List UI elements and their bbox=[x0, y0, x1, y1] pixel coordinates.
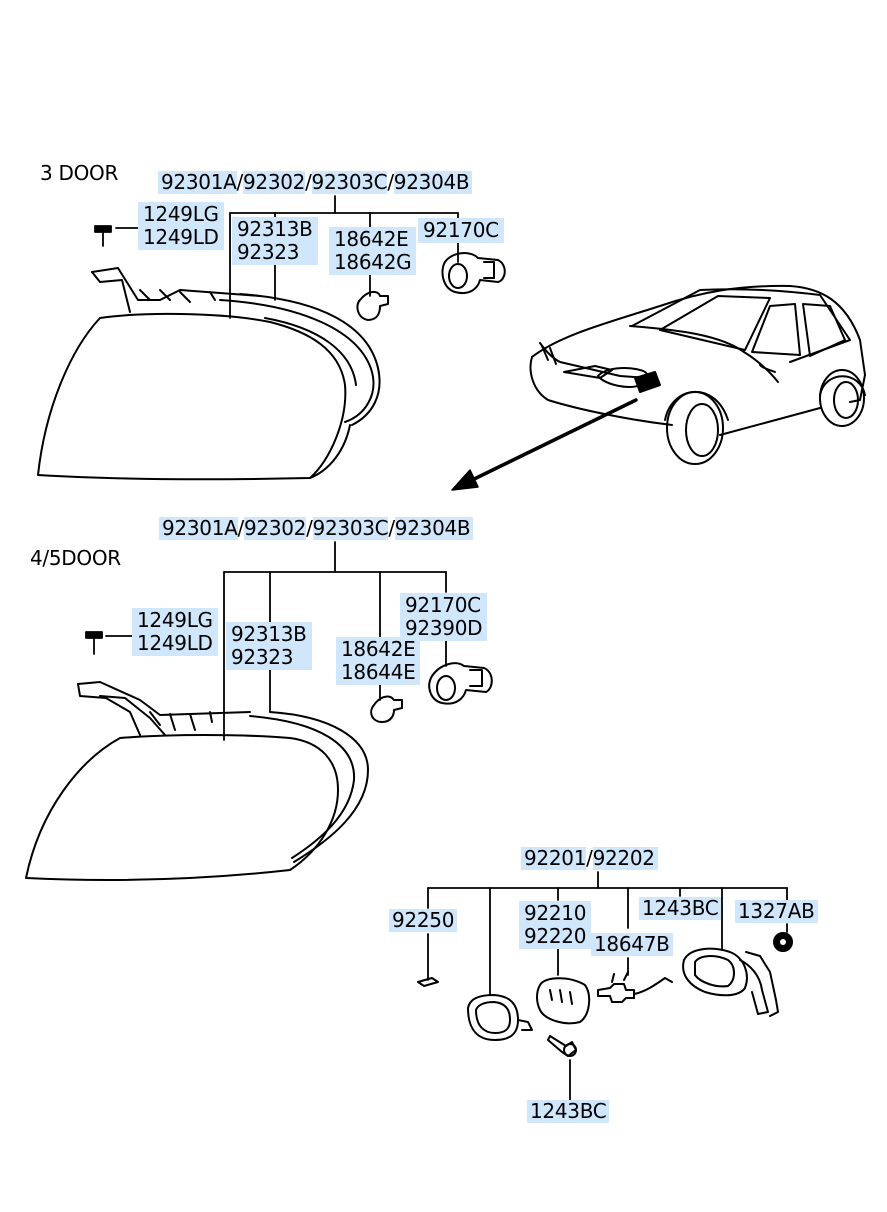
side-lens-part-2: 92220 bbox=[524, 924, 587, 948]
lower-corner-lamp bbox=[25, 681, 369, 881]
upper-bulb-icon bbox=[356, 290, 389, 321]
side-bulb-icon bbox=[597, 971, 673, 1003]
lower-bulb-label[interactable]: 18642E 18644E bbox=[336, 637, 421, 685]
lower-screw-part-2: 1249LD bbox=[137, 631, 213, 655]
side-leader-lines bbox=[427, 871, 788, 1101]
side-part-a[interactable]: 92201 bbox=[524, 846, 587, 870]
side-lens-part-1: 92210 bbox=[524, 901, 587, 925]
separator: / bbox=[305, 170, 312, 194]
gasket-icon bbox=[467, 994, 533, 1041]
upper-screw-part-1: 1249LG bbox=[143, 202, 219, 226]
section-title-4-5-door: 4/5DOOR bbox=[30, 546, 121, 570]
upper-leader-lines bbox=[115, 195, 459, 319]
lower-socket-part-2: 92390D bbox=[405, 616, 483, 640]
side-housing-icon bbox=[682, 947, 779, 1017]
upper-screw-label[interactable]: 1249LG 1249LD bbox=[138, 202, 224, 250]
upper-lens-part-1: 92313B bbox=[237, 217, 313, 241]
lower-leader-lines bbox=[105, 541, 447, 741]
car-illustration bbox=[529, 284, 866, 465]
separator: / bbox=[388, 516, 395, 540]
nut-label[interactable]: 1327AB bbox=[735, 900, 818, 923]
upper-socket-label[interactable]: 92170C bbox=[418, 218, 504, 243]
upper-bulb-part-1: 18642E bbox=[334, 227, 409, 251]
lower-screw-part-1: 1249LG bbox=[137, 608, 213, 632]
upper-bulb-part-2: 18642G bbox=[334, 250, 412, 274]
nut-icon bbox=[773, 932, 793, 952]
upper-socket-icon bbox=[441, 252, 506, 294]
upper-part-c[interactable]: 92303C bbox=[311, 170, 388, 194]
clip-icon bbox=[417, 977, 439, 987]
side-lens-label[interactable]: 92210 92220 bbox=[519, 901, 592, 949]
lower-lens-label[interactable]: 92313B 92323 bbox=[226, 622, 312, 670]
lower-socket-part-1: 92170C bbox=[405, 593, 481, 617]
lower-lens-part-2: 92323 bbox=[231, 645, 294, 669]
lower-screw-icon bbox=[85, 631, 103, 655]
lower-bulb-part-2: 18644E bbox=[341, 660, 416, 684]
separator: / bbox=[236, 170, 243, 194]
lower-bulb-part-1: 18642E bbox=[341, 637, 416, 661]
top-screw-label[interactable]: 1243BC bbox=[639, 897, 722, 920]
lower-socket-label[interactable]: 92170C 92390D bbox=[400, 593, 488, 641]
bottom-screw-icon bbox=[547, 1035, 577, 1057]
upper-part-d[interactable]: 92304B bbox=[393, 170, 470, 194]
lower-part-a[interactable]: 92301A bbox=[162, 516, 238, 540]
upper-corner-lamp bbox=[37, 267, 381, 481]
lower-assembly-part-numbers[interactable]: 92301A/92302/92303C/92304B bbox=[159, 516, 474, 540]
upper-lens-label[interactable]: 92313B 92323 bbox=[232, 217, 318, 265]
upper-part-b[interactable]: 92302 bbox=[242, 170, 306, 194]
lower-part-b[interactable]: 92302 bbox=[243, 516, 307, 540]
lower-screw-label[interactable]: 1249LG 1249LD bbox=[132, 608, 218, 656]
side-assembly-part-numbers[interactable]: 92201/92202 bbox=[521, 846, 658, 870]
lower-lens-part-1: 92313B bbox=[231, 622, 307, 646]
separator: / bbox=[306, 516, 313, 540]
lower-socket-icon bbox=[428, 662, 493, 705]
separator: / bbox=[237, 516, 244, 540]
lower-bulb-icon bbox=[370, 695, 403, 723]
lower-part-c[interactable]: 92303C bbox=[312, 516, 389, 540]
section-title-3-door: 3 DOOR bbox=[40, 161, 119, 185]
bottom-screw-label[interactable]: 1243BC bbox=[527, 1100, 610, 1123]
upper-screw-part-2: 1249LD bbox=[143, 225, 219, 249]
upper-assembly-part-numbers[interactable]: 92301A/92302/92303C/92304B bbox=[158, 170, 473, 194]
separator: / bbox=[387, 170, 394, 194]
upper-part-a[interactable]: 92301A bbox=[161, 170, 237, 194]
side-lens-icon bbox=[536, 977, 591, 1025]
pointer-arrow bbox=[451, 398, 638, 491]
upper-socket-part-1: 92170C bbox=[423, 218, 499, 242]
separator: / bbox=[586, 846, 593, 870]
side-bulb-label[interactable]: 18647B bbox=[591, 933, 673, 956]
side-part-b[interactable]: 92202 bbox=[592, 846, 655, 870]
clip-label[interactable]: 92250 bbox=[389, 909, 458, 932]
upper-lens-part-2: 92323 bbox=[237, 240, 300, 264]
lower-part-d[interactable]: 92304B bbox=[394, 516, 471, 540]
upper-screw-icon bbox=[94, 225, 112, 247]
upper-bulb-label[interactable]: 18642E 18642G bbox=[329, 227, 417, 275]
